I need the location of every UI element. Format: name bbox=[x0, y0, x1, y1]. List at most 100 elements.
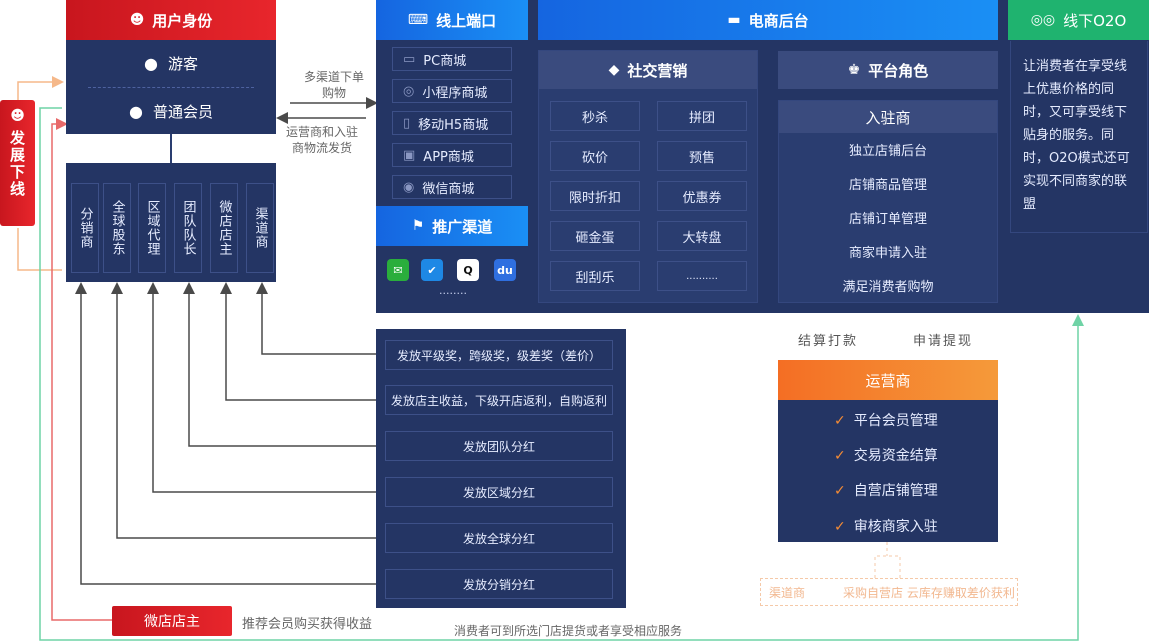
operator-item-label: 交易资金结算 bbox=[853, 448, 938, 464]
port-h5: ▯ 移动H5商城 bbox=[392, 111, 512, 135]
check-icon: ✓ bbox=[834, 413, 846, 429]
marketing-scratch: 刮刮乐 bbox=[550, 261, 640, 291]
merchant-panel bbox=[778, 100, 998, 303]
reward-item: 发放店主收益，下级开店返利，自购返利 bbox=[385, 385, 613, 415]
port-app: ▣ APP商城 bbox=[392, 143, 512, 167]
reward-item: 发放区域分红 bbox=[385, 477, 613, 507]
reward-item: 发放分销分红 bbox=[385, 569, 613, 599]
social-marketing-header: ◆ 社交营销 bbox=[539, 51, 757, 89]
marketing-coupon: 优惠券 bbox=[657, 181, 747, 211]
flow-label-ship: 运营商和入驻商物流发货 bbox=[285, 125, 358, 155]
merchant-item: 满足消费者购物 bbox=[842, 280, 934, 295]
ecommerce-backend-header: ▬ 电商后台 bbox=[538, 0, 998, 40]
flag-icon: ⚑ bbox=[411, 218, 425, 234]
merchant-item: 店铺订单管理 bbox=[848, 212, 927, 227]
baidu-icon: du bbox=[494, 259, 516, 281]
miniprogram-icon: ◎ bbox=[403, 83, 415, 99]
wechat-small-icon: ◉ bbox=[403, 179, 415, 195]
o2o-title: 线下O2O bbox=[1063, 11, 1127, 30]
promotion-header: ⚑ 推广渠道 bbox=[376, 206, 528, 246]
operator-item: ✓ 审核商家入驻 bbox=[834, 516, 938, 536]
reward-item: 发放全球分红 bbox=[385, 523, 613, 553]
platform-roles-header: ♚ 平台角色 bbox=[778, 51, 998, 89]
operator-item: ✓平台会员管理 bbox=[834, 410, 938, 430]
marketing-bargain: 砍价 bbox=[550, 141, 640, 171]
platform-roles-title: 平台角色 bbox=[868, 61, 929, 80]
check-icon: ✓ bbox=[834, 448, 846, 464]
app-icon: ▣ bbox=[403, 147, 416, 163]
member-item: ● 普通会员 bbox=[66, 96, 276, 126]
ecommerce-backend-title: 电商后台 bbox=[748, 11, 809, 30]
operator-panel: ✓平台会员管理 ✓ 交易资金结算 ✓ 自营店铺管理 ✓ 审核商家入驻 bbox=[778, 400, 998, 542]
check-icon: ✓ bbox=[834, 483, 846, 499]
keyboard-icon: ⌨ bbox=[407, 12, 429, 28]
role-regional-agent: 区域代理 bbox=[138, 183, 166, 273]
operator-header: 运营商 bbox=[778, 360, 998, 400]
role-channel-dealer: 渠道商 bbox=[246, 183, 274, 273]
wechat-icon: ✉ bbox=[387, 259, 409, 281]
shop-owner-badge: 微店店主 bbox=[112, 606, 232, 636]
channel-note-name: 渠道商 bbox=[769, 585, 806, 600]
port-app-label: APP商城 bbox=[423, 149, 474, 165]
user-identity-title: 用户身份 bbox=[152, 11, 213, 30]
shop-owner-caption: 推荐会员购买获得收益 bbox=[242, 617, 373, 632]
flow-label-order: 多渠道下单购物 bbox=[303, 70, 364, 100]
monitor-icon: ▬ bbox=[727, 12, 741, 28]
role-global-shareholder: 全球股东 bbox=[103, 183, 131, 273]
member-label: 普通会员 bbox=[152, 102, 213, 121]
reward-item: 发放平级奖，跨级奖，级差奖（差价） bbox=[385, 340, 613, 370]
role-shop-owner: 微店店主 bbox=[210, 183, 238, 273]
check-icon: ✓ bbox=[834, 519, 846, 535]
merchant-item: 独立店铺后台 bbox=[848, 144, 927, 159]
merchant-item: 店铺商品管理 bbox=[848, 178, 927, 193]
o2o-header: ◎◎ 线下O2O bbox=[1008, 0, 1149, 40]
rewards-panel bbox=[376, 329, 626, 608]
channel-note: 渠道商 采购自营店 云库存赚取差价获利 bbox=[760, 578, 1018, 606]
distribution-roles-panel: 分销商 全球股东 区域代理 团队队长 微店店主 渠道商 bbox=[66, 163, 276, 282]
phone-icon: ▯ bbox=[403, 115, 411, 131]
operator-item: ✓ 自营店铺管理 bbox=[834, 480, 938, 500]
marketing-seckill: 秒杀 bbox=[550, 101, 640, 131]
agent-icon: ☻ bbox=[10, 108, 25, 124]
marketing-more: .......... bbox=[657, 261, 747, 291]
port-pc-label: PC商城 bbox=[423, 53, 467, 69]
monitor-icon: ▭ bbox=[403, 51, 416, 67]
user-identity-panel: ● 游客 ● 普通会员 bbox=[66, 40, 276, 134]
user-avatar-icon: ☻ bbox=[129, 12, 145, 28]
promotion-more: ........ bbox=[439, 284, 467, 297]
port-wechat-label: 微信商城 bbox=[422, 181, 475, 197]
promotion-title: 推广渠道 bbox=[432, 217, 493, 236]
online-ports-title: 线上端口 bbox=[436, 11, 497, 30]
operator-item-label: 审核商家入驻 bbox=[853, 519, 938, 535]
reward-item: 发放团队分红 bbox=[385, 431, 613, 461]
settle-label: 结算打款 bbox=[798, 334, 859, 349]
port-miniprogram: ◎小程序商城 bbox=[392, 79, 512, 103]
divider bbox=[88, 87, 254, 88]
social-marketing-panel bbox=[538, 50, 758, 303]
port-h5-label: 移动H5商城 bbox=[418, 117, 489, 133]
person-icon: ● bbox=[144, 53, 158, 73]
link-circles-icon: ◎◎ bbox=[1030, 12, 1056, 28]
operator-item-label: 自营店铺管理 bbox=[853, 483, 938, 499]
merchant-header: 入驻商 bbox=[779, 101, 997, 133]
bottom-caption: 消费者可到所选门店提货或者享受相应服务 bbox=[454, 624, 683, 638]
marketing-wheel: 大转盘 bbox=[657, 221, 747, 251]
port-wechat: ◉ 微信商城 bbox=[392, 175, 512, 199]
develop-downline-badge: ☻ 发展下线 bbox=[0, 100, 35, 226]
marketing-presale: 预售 bbox=[657, 141, 747, 171]
marketing-golden-egg: 砸金蛋 bbox=[550, 221, 640, 251]
qq-icon: Q bbox=[457, 259, 479, 281]
social-marketing-title: 社交营销 bbox=[627, 61, 688, 80]
withdraw-label: 申请提现 bbox=[913, 334, 974, 349]
guest-label: 游客 bbox=[167, 54, 198, 73]
merchant-item: 商家申请入驻 bbox=[848, 246, 927, 261]
tag-icon: ◆ bbox=[608, 62, 620, 78]
verified-icon: ✔ bbox=[421, 259, 443, 281]
admin-user-icon: ♚ bbox=[847, 62, 861, 78]
guest-item: ● 游客 bbox=[66, 48, 276, 78]
member-badge-icon: ● bbox=[129, 101, 143, 121]
role-team-leader: 团队队长 bbox=[174, 183, 202, 273]
operator-item: ✓ 交易资金结算 bbox=[834, 445, 938, 465]
role-distributor: 分销商 bbox=[71, 183, 99, 273]
